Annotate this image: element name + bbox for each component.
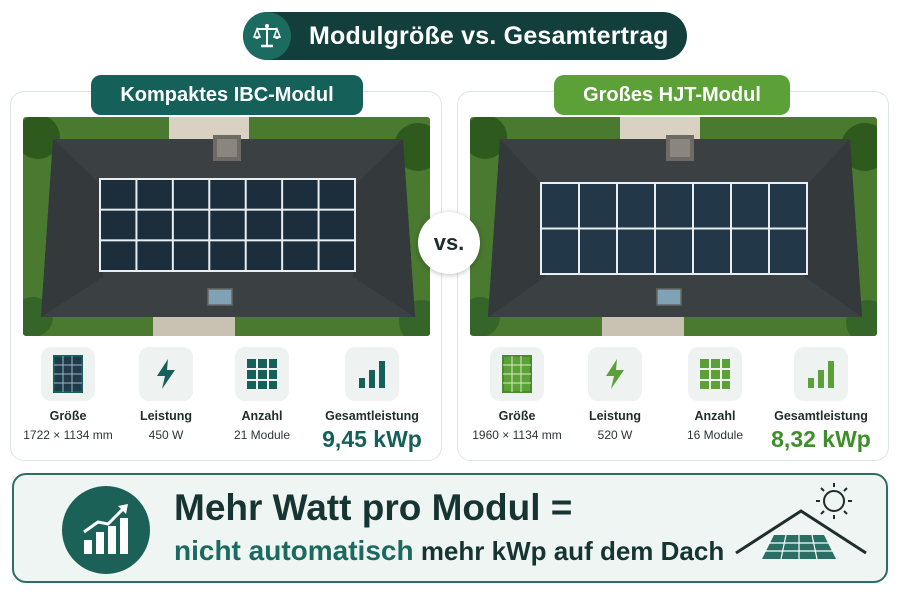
solar-panel bbox=[173, 180, 209, 209]
stats-row-hjt: Größe 1960 × 1134 mm Leistung 520 W Anza… bbox=[458, 347, 888, 457]
card-hjt-module: Großes HJT-Modul Größe 1960 × 1134 m bbox=[457, 75, 889, 461]
conclusion-banner: Mehr Watt pro Modul = nicht automatisch … bbox=[12, 473, 888, 583]
card-ibc-module: Kompaktes IBC-Modul Größe 1722 × 113 bbox=[10, 75, 442, 461]
solar-panel bbox=[319, 241, 354, 270]
solar-panel bbox=[246, 210, 282, 240]
solar-panel bbox=[319, 180, 354, 209]
solar-panel bbox=[101, 241, 136, 270]
lightning-icon bbox=[139, 347, 193, 401]
solar-panel bbox=[770, 229, 806, 273]
solar-panel bbox=[319, 210, 354, 240]
header-banner: Modulgröße vs. Gesamtertrag bbox=[243, 12, 687, 60]
solar-panel bbox=[580, 184, 616, 228]
conclusion-highlight: nicht automatisch bbox=[174, 535, 414, 566]
stat-total: Gesamtleistung 9,45 kWp bbox=[311, 347, 433, 453]
solar-panel bbox=[283, 180, 318, 209]
solar-panel bbox=[246, 241, 282, 270]
card-title-hjt: Großes HJT-Modul bbox=[554, 75, 790, 115]
lightning-icon bbox=[588, 347, 642, 401]
solar-panel bbox=[101, 210, 136, 240]
solar-panel bbox=[137, 180, 172, 209]
panel-array-ibc bbox=[101, 180, 354, 270]
conclusion-headline: Mehr Watt pro Modul = bbox=[174, 487, 573, 528]
stat-size: Größe 1722 × 1134 mm bbox=[13, 347, 123, 442]
vs-badge: vs. bbox=[418, 212, 480, 274]
stat-total: Gesamtleistung 8,32 kWp bbox=[760, 347, 882, 453]
conclusion-subline: nicht automatisch mehr kWp auf dem Dach bbox=[174, 535, 724, 567]
solar-panel bbox=[173, 210, 209, 240]
solar-panel bbox=[101, 180, 136, 209]
grid-icon bbox=[235, 347, 289, 401]
solar-panel bbox=[246, 180, 282, 209]
scale-icon bbox=[243, 12, 291, 60]
solar-panel bbox=[137, 241, 172, 270]
roof-photo-ibc bbox=[23, 117, 430, 336]
solar-panel bbox=[210, 241, 245, 270]
bar-chart-icon bbox=[794, 347, 848, 401]
solar-panel bbox=[137, 210, 172, 240]
solar-panel bbox=[542, 229, 578, 273]
card-title-ibc: Kompaktes IBC-Modul bbox=[91, 75, 363, 115]
solar-panel bbox=[732, 229, 768, 273]
solar-panel bbox=[732, 184, 768, 228]
solar-panel bbox=[542, 184, 578, 228]
bar-chart-icon bbox=[345, 347, 399, 401]
stat-count: Anzahl 21 Module bbox=[207, 347, 317, 442]
module-icon bbox=[490, 347, 544, 401]
solar-panel bbox=[656, 184, 692, 228]
solar-panel bbox=[694, 229, 730, 273]
solar-panel bbox=[618, 184, 654, 228]
solar-panel bbox=[283, 241, 318, 270]
module-icon bbox=[41, 347, 95, 401]
page-title: Modulgröße vs. Gesamtertrag bbox=[309, 21, 669, 50]
solar-panel bbox=[656, 229, 692, 273]
grid-icon bbox=[688, 347, 742, 401]
conclusion-rest: mehr kWp auf dem Dach bbox=[413, 536, 725, 566]
stat-size: Größe 1960 × 1134 mm bbox=[462, 347, 572, 442]
stats-row-ibc: Größe 1722 × 1134 mm Leistung 450 W Anza… bbox=[11, 347, 441, 457]
roof-sun-icon bbox=[726, 477, 876, 577]
stat-count: Anzahl 16 Module bbox=[660, 347, 770, 442]
panel-array-hjt bbox=[542, 184, 806, 273]
solar-panel bbox=[770, 184, 806, 228]
solar-panel bbox=[618, 229, 654, 273]
stat-power: Leistung 450 W bbox=[111, 347, 221, 442]
solar-panel bbox=[580, 229, 616, 273]
roof-photo-hjt bbox=[470, 117, 877, 336]
solar-panel bbox=[173, 241, 209, 270]
solar-panel bbox=[210, 210, 245, 240]
solar-panel bbox=[283, 210, 318, 240]
solar-panel bbox=[210, 180, 245, 209]
solar-panel bbox=[694, 184, 730, 228]
growth-chart-icon bbox=[62, 486, 150, 574]
stat-power: Leistung 520 W bbox=[560, 347, 670, 442]
